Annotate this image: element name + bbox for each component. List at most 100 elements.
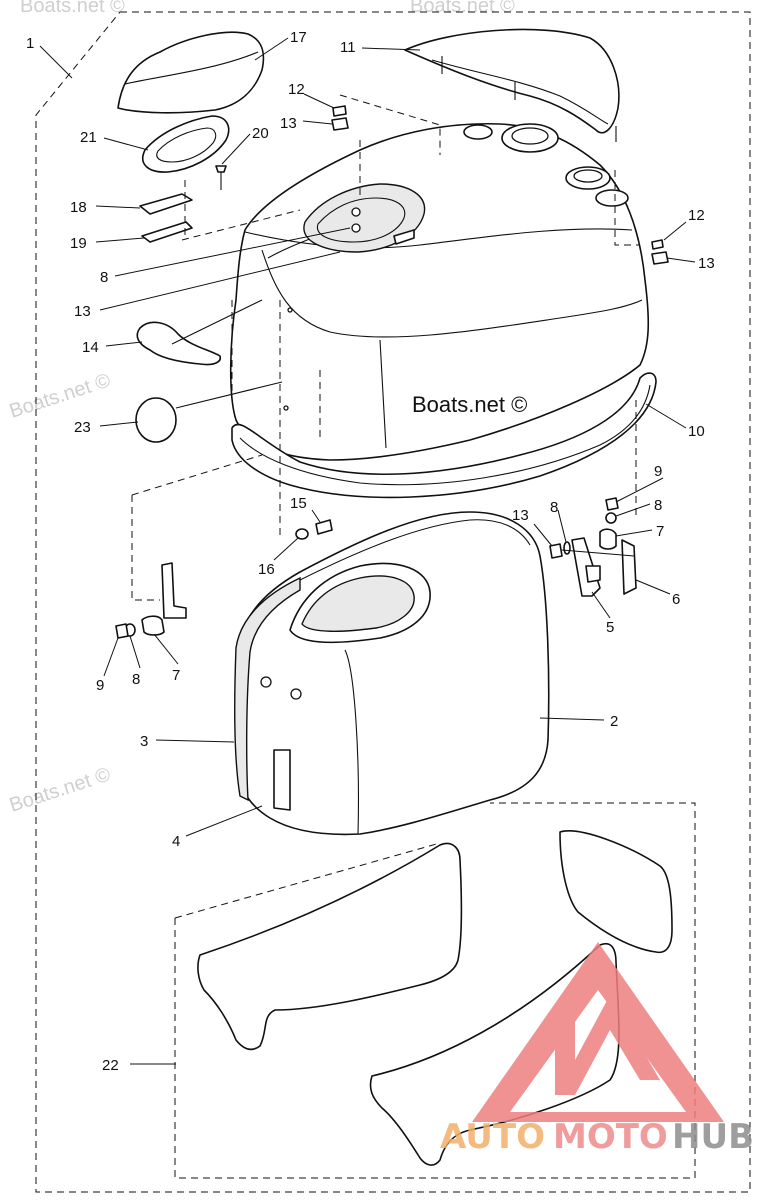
cowling-rim-part-10 — [231, 372, 657, 499]
callout-9-right: 9 — [654, 463, 662, 480]
leader-20 — [221, 133, 251, 165]
callout-3: 3 — [140, 733, 148, 750]
callout-12-top: 12 — [288, 81, 305, 98]
brand-triangle-outer — [472, 942, 724, 1122]
leader-7-right — [615, 529, 653, 537]
cowling-port-2-inner — [573, 169, 603, 183]
leader-9-right — [615, 477, 664, 503]
leader-5 — [591, 591, 611, 619]
leader-13-bracket — [533, 523, 553, 547]
callout-9-left: 9 — [96, 677, 104, 694]
callout-8-left: 8 — [132, 671, 140, 688]
guide-left-bracket — [131, 495, 160, 601]
leader-23 — [99, 421, 139, 427]
leader-11 — [361, 47, 421, 51]
leader-12-right — [663, 221, 687, 241]
callout-4: 4 — [172, 833, 180, 850]
cowling-port-1-inner — [511, 127, 549, 145]
latch-plate-part-6 — [621, 539, 637, 595]
callout-7-right: 7 — [656, 523, 664, 540]
callout-20: 20 — [252, 125, 269, 142]
guide-right-nut — [614, 170, 640, 246]
callout-10: 10 — [688, 423, 705, 440]
top-cap-edge — [124, 51, 259, 85]
brand-text-moto: MOTO — [553, 1117, 668, 1157]
recess-latch — [393, 229, 415, 245]
grommet-part-23 — [135, 397, 177, 443]
cowling-top-edge — [244, 228, 633, 249]
screw-part-20-head — [215, 165, 227, 173]
callout-14: 14 — [82, 339, 99, 356]
decal-right-bottom-part-22 — [369, 943, 620, 1166]
nut-part-13-right — [651, 251, 669, 265]
leader-8-left — [129, 635, 141, 669]
cowling-hole-upper — [287, 307, 293, 313]
cowling-port-4 — [595, 189, 629, 207]
watermark-top-left: Boats.net © — [20, 0, 125, 17]
callout-18: 18 — [70, 199, 87, 216]
cowling-label: Boats.net © — [412, 392, 527, 417]
bottom-cowling-opening-inner — [301, 575, 415, 632]
watermark-top-right: Boats.net © — [410, 0, 515, 17]
leader-18 — [95, 205, 141, 209]
washer-part-12-top — [332, 105, 347, 117]
cowling-shoulder-line — [261, 249, 643, 338]
leader-13-middle — [99, 251, 341, 311]
guide-left-diagonal — [131, 454, 263, 496]
callout-labels: 1 2 3 4 5 6 7 7 8 8 8 8 9 9 10 11 12 12 … — [26, 29, 715, 1074]
callout-1: 1 — [26, 35, 34, 52]
leader-4 — [185, 805, 263, 837]
leader-14 — [105, 341, 143, 347]
gasket-inner — [156, 127, 217, 163]
leader-19 — [95, 237, 145, 243]
decal-left-part-22 — [197, 842, 463, 1051]
leader-12-top — [303, 93, 335, 109]
bottom-cowling-slot-part-4 — [273, 749, 291, 811]
nut-part-13-right-bracket — [549, 543, 563, 559]
leader-8-bracket — [557, 509, 567, 543]
lever-part-14 — [136, 321, 222, 366]
bottom-cowling-hole-1 — [260, 676, 272, 688]
bushing-part-7-right — [599, 528, 617, 550]
bracket-pin — [561, 549, 635, 557]
callout-19: 19 — [70, 235, 87, 252]
decal-set-boundary — [174, 802, 696, 1179]
screw-part-15 — [315, 519, 333, 535]
gasket-part-21 — [142, 115, 230, 173]
callout-6: 6 — [672, 591, 680, 608]
callout-23: 23 — [74, 419, 91, 436]
callout-13-top: 13 — [280, 115, 297, 132]
washer-part-8-bracket — [563, 541, 571, 555]
nut-part-9-left — [115, 623, 129, 639]
callout-2: 2 — [610, 713, 618, 730]
lever-guide — [171, 299, 263, 345]
brand-logo: AUTO MOTO HUB — [440, 942, 754, 1157]
bushing-part-7-left — [141, 615, 165, 636]
callout-12-right: 12 — [688, 207, 705, 224]
leader-9-left — [103, 637, 119, 677]
leader-1 — [39, 45, 73, 79]
leader-6 — [635, 579, 671, 595]
leader-3 — [155, 739, 235, 743]
callout-7-left: 7 — [172, 667, 180, 684]
rear-handle-edge — [431, 59, 609, 125]
bottom-cowling-top-edge — [299, 519, 531, 581]
leader-8-right — [615, 503, 651, 517]
leader-2 — [539, 717, 605, 721]
cowling-port-3 — [463, 124, 493, 140]
recess-bolt-2 — [351, 223, 361, 233]
brand-text-hub: HUB — [672, 1117, 754, 1157]
washer-part-12-right — [651, 239, 664, 250]
latch-bracket-left — [161, 562, 187, 619]
cowling-rim-inner — [239, 384, 651, 486]
recess-bolt-1 — [351, 207, 361, 217]
clip-part-19 — [141, 221, 193, 243]
bracket-part-18 — [139, 193, 193, 215]
grommet-guide — [175, 381, 283, 409]
leader-10 — [645, 403, 687, 429]
callout-8-top: 8 — [100, 269, 108, 286]
brand-text-auto: AUTO — [440, 1117, 545, 1157]
callout-13-bracket: 13 — [512, 507, 529, 524]
latch-block — [585, 565, 601, 583]
